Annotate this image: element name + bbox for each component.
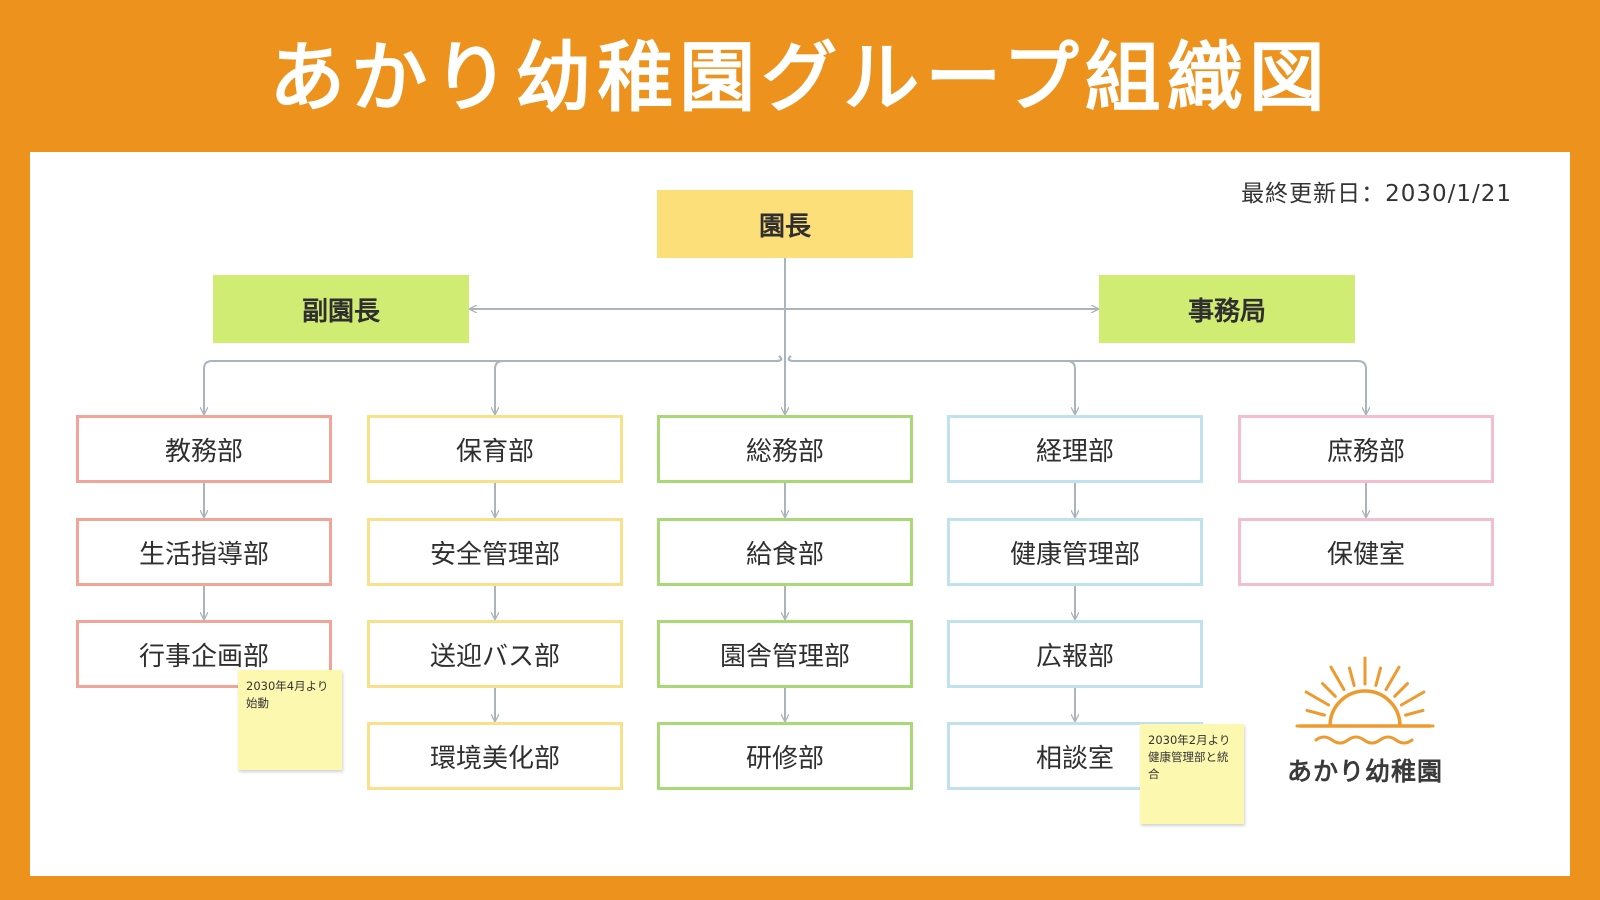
department-box: 送迎バス部 (367, 620, 623, 688)
department-label: 安全管理部 (429, 539, 560, 570)
sun-ray (1399, 690, 1426, 707)
org-chart-board: 最終更新日：2030/1/21 園長 副園長 事務局 教務部生活指導部行事企画部… (30, 152, 1570, 876)
department-label: 健康管理部 (1009, 539, 1140, 570)
connector-branch (495, 355, 783, 414)
department-label: 送迎バス部 (429, 641, 560, 672)
department-label: 研修部 (745, 743, 824, 774)
page-title: あかり幼稚園グループ組織図 (269, 33, 1331, 122)
department-box: 教務部 (76, 415, 332, 483)
sun-ray (1393, 682, 1409, 698)
department-label: 保健室 (1326, 539, 1405, 570)
department-box: 経理部 (947, 415, 1203, 483)
secretariat-label: 事務局 (1187, 296, 1266, 327)
secretariat-box: 事務局 (1099, 275, 1355, 343)
department-box: 環境美化部 (367, 722, 623, 790)
department-box: 広報部 (947, 620, 1203, 688)
department-box: 安全管理部 (367, 518, 623, 586)
connector-branch (787, 355, 1366, 414)
department-box: 保健室 (1238, 518, 1494, 586)
department-label: 保育部 (455, 436, 534, 467)
department-label: 環境美化部 (429, 743, 560, 774)
sun-ray (1347, 666, 1356, 687)
department-box: 庶務部 (1238, 415, 1494, 483)
department-box: 研修部 (657, 722, 913, 790)
sun-ray (1384, 665, 1401, 692)
vice-principal-box: 副園長 (213, 275, 469, 343)
department-label: 庶務部 (1326, 436, 1405, 467)
logo-text: あかり幼稚園 (1286, 757, 1443, 786)
department-box: 健康管理部 (947, 518, 1203, 586)
connector-branch (787, 355, 1075, 414)
sticky-note-counseling: 2030年2月より健康管理部と統合 (1140, 724, 1244, 824)
department-box: 給食部 (657, 518, 913, 586)
principal-label: 園長 (758, 211, 811, 242)
connector-lines (30, 258, 1570, 876)
sun-ray (1321, 682, 1337, 698)
sun-ray (1329, 665, 1346, 692)
department-label: 広報部 (1035, 641, 1114, 672)
department-label: 総務部 (745, 436, 824, 467)
sun-ray (1305, 708, 1326, 717)
department-label: 園舎管理部 (719, 641, 850, 672)
department-label: 教務部 (164, 436, 243, 467)
department-label: 相談室 (1035, 743, 1114, 774)
department-box: 生活指導部 (76, 518, 332, 586)
department-box: 保育部 (367, 415, 623, 483)
department-label: 行事企画部 (138, 641, 269, 672)
department-box: 園舎管理部 (657, 620, 913, 688)
department-label: 給食部 (745, 539, 824, 570)
department-label: 生活指導部 (138, 539, 269, 570)
sticky-note-event-planning: 2030年4月より始動 (238, 670, 342, 770)
sunrise-icon (1295, 656, 1435, 745)
department-box: 総務部 (657, 415, 913, 483)
principal-box: 園長 (657, 190, 913, 258)
connector-branch (204, 355, 783, 414)
department-label: 経理部 (1035, 436, 1114, 467)
sun-ray (1404, 708, 1425, 717)
sun-ray (1374, 666, 1383, 687)
sun-ray (1304, 690, 1331, 707)
vice-principal-label: 副園長 (301, 296, 380, 327)
last-updated-date: 最終更新日：2030/1/21 (1241, 181, 1512, 207)
